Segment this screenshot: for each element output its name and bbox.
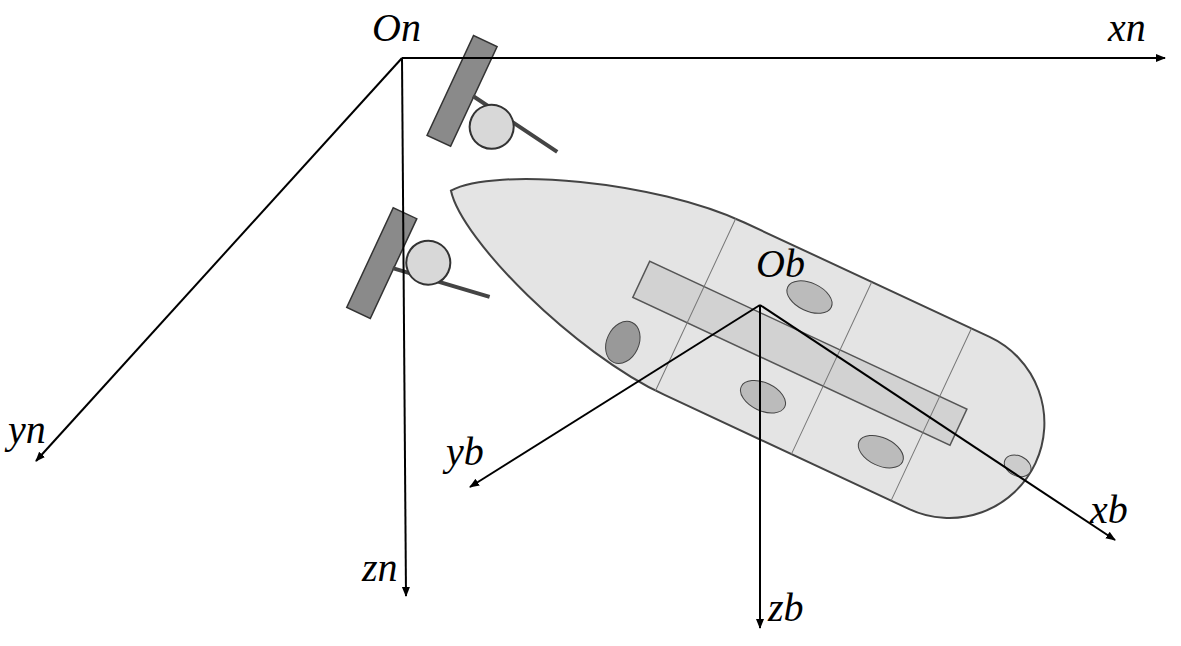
hull-seam (655, 219, 971, 501)
vehicle-hull (411, 104, 1076, 549)
axis-label: Ob (756, 244, 805, 284)
thruster (399, 233, 457, 291)
axis-label: yn (8, 410, 46, 450)
hatch (735, 374, 790, 420)
axis-line (470, 305, 760, 487)
thruster (462, 98, 520, 156)
axis-label: xb (1090, 490, 1128, 530)
axis-line (759, 305, 761, 628)
axes (36, 58, 1165, 628)
axis-line (402, 58, 406, 596)
axis-line (402, 57, 1165, 59)
axis-line (760, 305, 1115, 540)
axis-label: yb (446, 432, 484, 472)
vent-grille (599, 316, 647, 369)
axis-label: xn (1108, 8, 1146, 48)
axis-label: zn (362, 548, 398, 588)
axis-label: On (372, 8, 421, 48)
axis-label: zb (768, 588, 804, 628)
hatch (853, 429, 908, 475)
axis-line (36, 58, 402, 461)
vehicle-drawing (347, 36, 1099, 599)
